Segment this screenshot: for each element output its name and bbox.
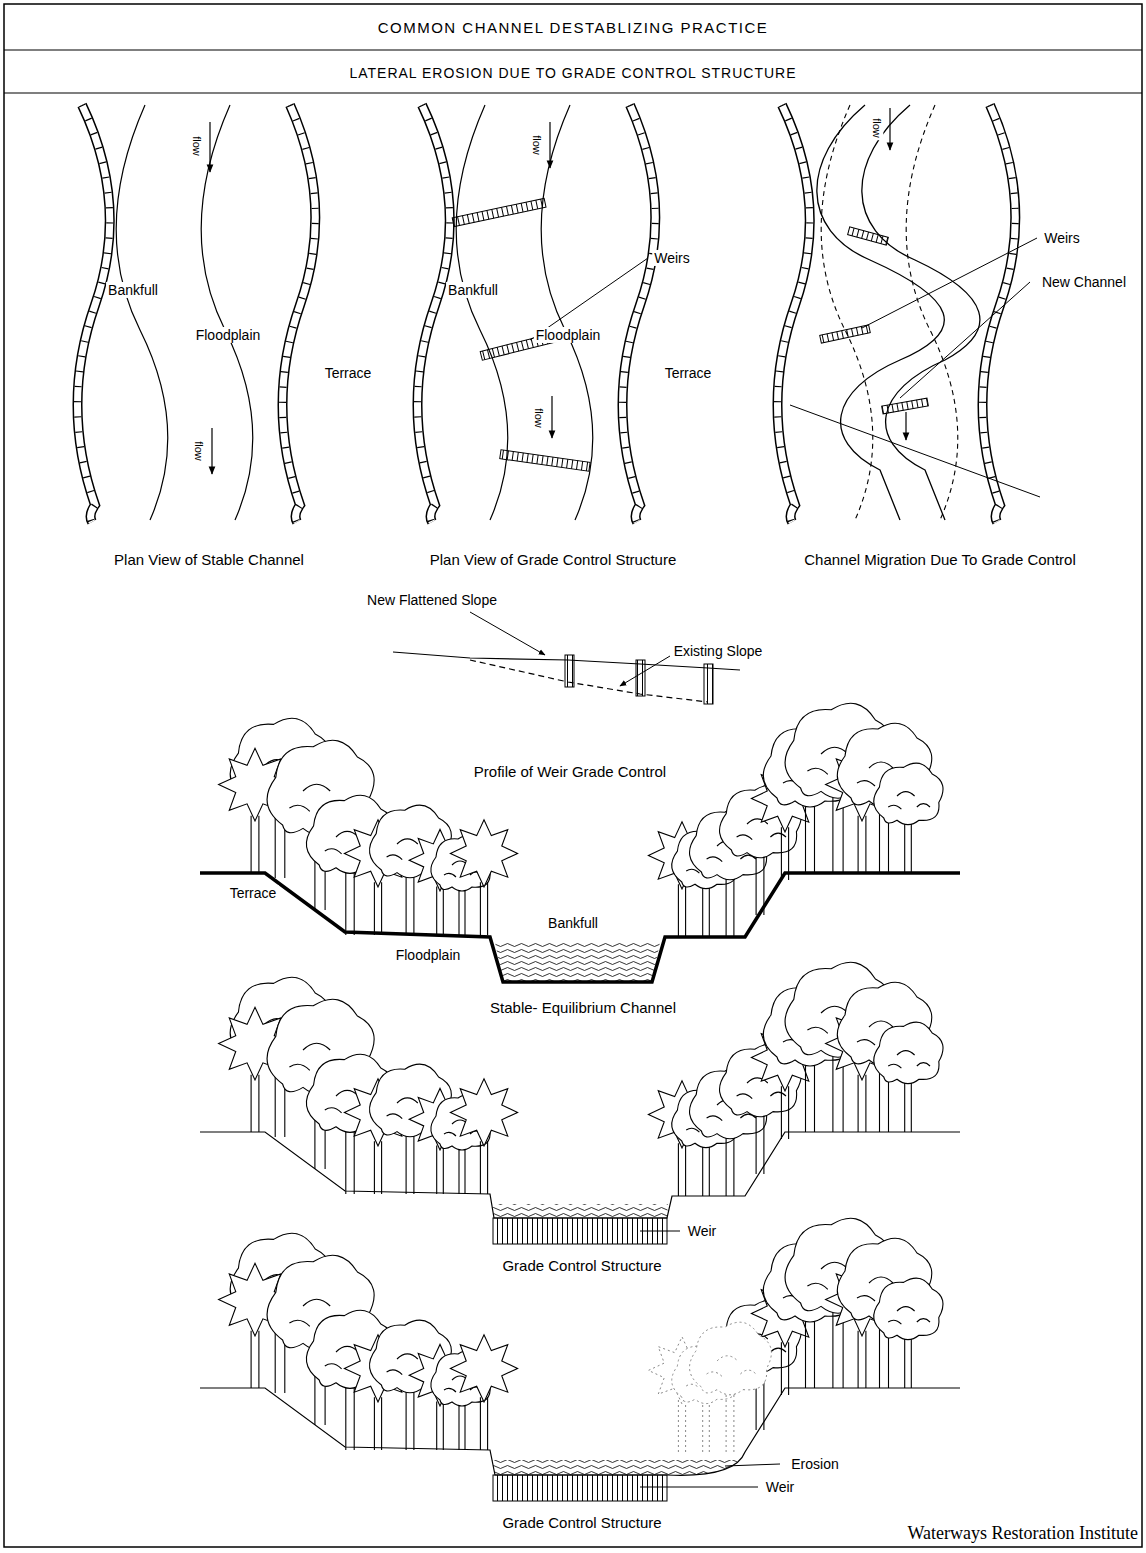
zone-label: Terrace [663, 365, 714, 381]
callout-label: New Flattened Slope [365, 592, 499, 608]
zone-label: Floodplain [394, 947, 463, 963]
flow-label: flow [193, 439, 206, 463]
flow-label: flow [871, 116, 884, 140]
zone-label: Floodplain [534, 327, 603, 343]
zone-label: Terrace [228, 885, 279, 901]
callout-label: Weir [764, 1479, 797, 1495]
callout-label: New Channel [1040, 274, 1128, 290]
flow-label: flow [533, 406, 546, 430]
callout-label: Weirs [652, 250, 692, 266]
panel-caption: Grade Control Structure [500, 1257, 663, 1274]
zone-label: Bankfull [546, 915, 600, 931]
zone-label: Bankfull [446, 282, 500, 298]
zone-label: Bankfull [106, 282, 160, 298]
credit-text: Waterways Restoration Institute [906, 1523, 1141, 1544]
panel-caption: Profile of Weir Grade Control [472, 763, 668, 780]
panel-caption: Channel Migration Due To Grade Control [802, 551, 1078, 568]
callout-label: Weirs [1042, 230, 1082, 246]
flow-label: flow [531, 133, 544, 157]
zone-label: Terrace [323, 365, 374, 381]
title: COMMON CHANNEL DESTABLIZING PRACTICE [376, 19, 771, 36]
panel-caption: Grade Control Structure [500, 1514, 663, 1531]
panel-caption: Stable- Equilibrium Channel [488, 999, 678, 1016]
subtitle: LATERAL EROSION DUE TO GRADE CONTROL STR… [347, 65, 798, 81]
flow-label: flow [191, 134, 204, 158]
panel-caption: Plan View of Grade Control Structure [428, 551, 679, 568]
zone-label: Floodplain [194, 327, 263, 343]
panel-caption: Plan View of Stable Channel [112, 551, 306, 568]
callout-label: Weir [686, 1223, 719, 1239]
callout-label: Existing Slope [672, 643, 765, 659]
callout-label: Erosion [789, 1456, 840, 1472]
